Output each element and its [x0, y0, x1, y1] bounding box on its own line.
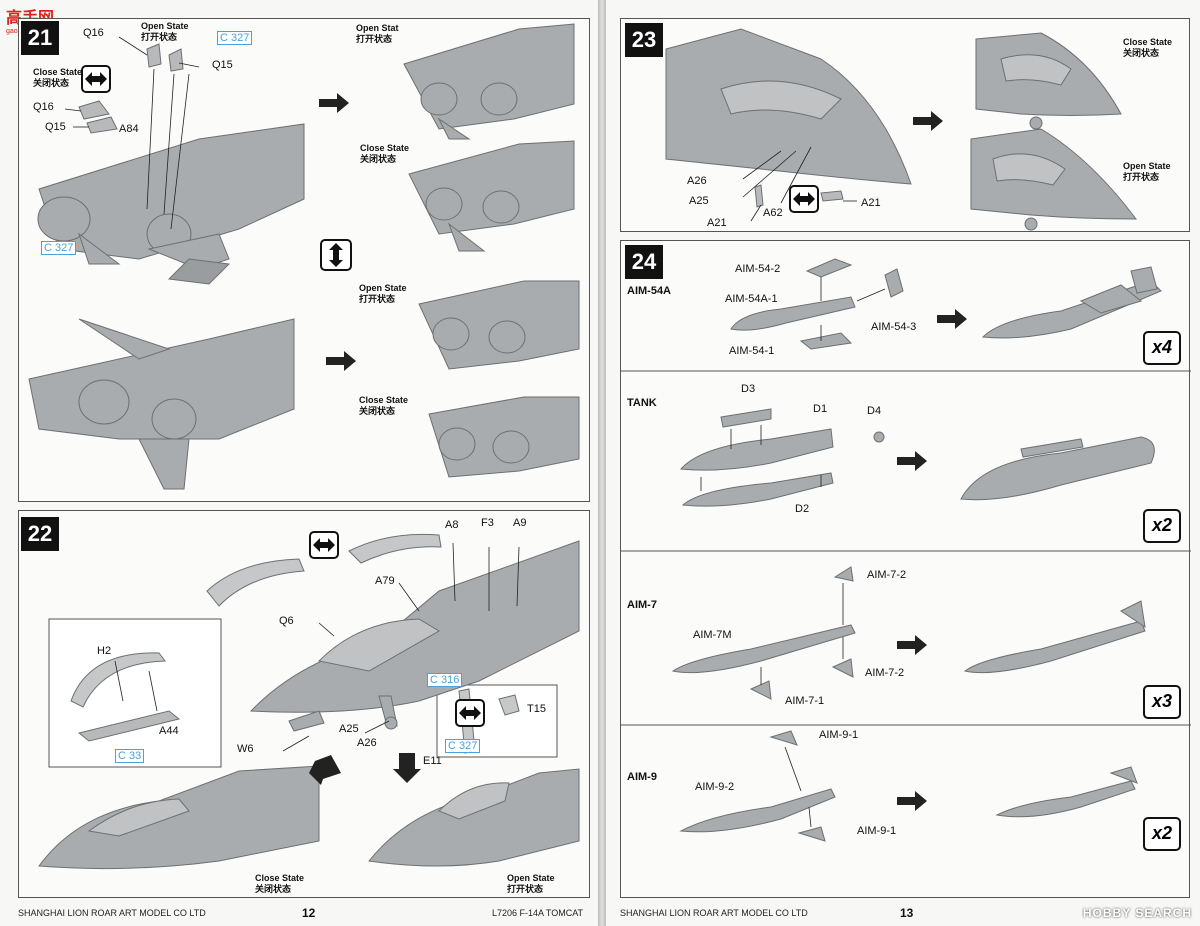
part-label-aim-54a-1: AIM-54A-1	[725, 293, 778, 305]
part-label-d3: D3	[741, 383, 756, 395]
part-label-q16: Q16	[33, 101, 54, 113]
part-label-d1: D1	[813, 403, 828, 415]
part-label-a84: A84	[119, 123, 139, 135]
part-label-a79: A79	[375, 575, 395, 587]
step-number: 24	[625, 245, 663, 279]
part-label-a8: A8	[445, 519, 459, 531]
part-label-a25: A25	[689, 195, 709, 207]
part-label-aim-7-2: AIM-7-2	[865, 667, 905, 679]
part-label-a9: A9	[513, 517, 527, 529]
callout-c316: C 316	[427, 673, 463, 687]
quantity-badge: x2	[1143, 817, 1181, 851]
step-22-artwork	[38, 533, 580, 870]
vertical-swap-arrows-icon	[320, 239, 352, 271]
part-label-f3: F3	[481, 517, 494, 529]
part-label-aim-54-2: AIM-54-2	[735, 263, 781, 275]
swap-arrows-icon	[309, 531, 339, 559]
step-number: 22	[21, 517, 59, 551]
swap-arrows-icon	[789, 185, 819, 213]
section-title-aim7: AIM-7	[627, 599, 657, 611]
footer-company: SHANGHAI LION ROAR ART MODEL CO LTD	[18, 908, 206, 918]
part-label-aim-7-1: AIM-7-1	[785, 695, 825, 707]
quantity-badge: x2	[1143, 509, 1181, 543]
part-label-aim-54-1: AIM-54-1	[729, 345, 775, 357]
step-23-artwork	[665, 28, 1138, 231]
step-number: 21	[21, 21, 59, 55]
part-label-t15: T15	[527, 703, 546, 715]
part-label-d2: D2	[795, 503, 810, 515]
part-label-a44: A44	[159, 725, 179, 737]
step-21-panel: 21	[18, 18, 590, 502]
part-label-d4: D4	[867, 405, 882, 417]
right-page: 23	[606, 0, 1200, 926]
part-label-h2: H2	[97, 645, 112, 657]
step-22-panel: 22	[18, 510, 590, 898]
part-label-aim-54-3: AIM-54-3	[871, 321, 917, 333]
callout-c327: C 327	[217, 31, 253, 45]
swap-arrows-icon	[81, 65, 111, 93]
quantity-badge: x3	[1143, 685, 1181, 719]
part-label-a21: A21	[707, 217, 727, 229]
part-label-q15: Q15	[212, 59, 233, 71]
part-label-aim-7-2: AIM-7-2	[867, 569, 907, 581]
book-gutter	[598, 0, 606, 926]
page-number: 12	[302, 906, 316, 920]
step-24-artwork	[621, 258, 1191, 842]
part-label-aim-9-1: AIM-9-1	[857, 825, 897, 837]
part-label-q15: Q15	[45, 121, 66, 133]
quantity-badge: x4	[1143, 331, 1181, 365]
swap-arrows-icon	[455, 699, 485, 727]
part-label-aim-9-2: AIM-9-2	[695, 781, 735, 793]
step-23-panel: 23	[620, 18, 1190, 232]
step-21-artwork	[28, 23, 580, 490]
callout-c327: C 327	[445, 739, 481, 753]
part-label-q16: Q16	[83, 27, 104, 39]
page-number: 13	[900, 906, 914, 920]
step-number: 23	[625, 23, 663, 57]
callout-c327: C 327	[41, 241, 77, 255]
left-page: 高手网gaoshou.com 21	[0, 0, 598, 926]
callout-c33: C 33	[115, 749, 145, 763]
part-label-a62: A62	[763, 207, 783, 219]
part-label-q6: Q6	[279, 615, 294, 627]
part-label-e11: E11	[423, 755, 442, 767]
part-label-a26: A26	[687, 175, 707, 187]
step-24-panel: 24	[620, 240, 1191, 898]
part-label-aim-7m: AIM-7M	[693, 629, 732, 641]
part-label-w6: W6	[237, 743, 254, 755]
hobby-search-watermark: HOBBY SEARCH	[1082, 906, 1192, 920]
section-title-tank: TANK	[627, 397, 657, 409]
footer-company: SHANGHAI LION ROAR ART MODEL CO LTD	[620, 908, 808, 918]
footer-model: L7206 F-14A TOMCAT	[492, 908, 584, 918]
part-label-a25: A25	[339, 723, 359, 735]
part-label-a21: A21	[861, 197, 881, 209]
section-title-aim9: AIM-9	[627, 771, 657, 783]
part-label-a26: A26	[357, 737, 377, 749]
section-title-aim54a: AIM-54A	[627, 285, 672, 297]
part-label-aim-9-1: AIM-9-1	[819, 729, 859, 741]
